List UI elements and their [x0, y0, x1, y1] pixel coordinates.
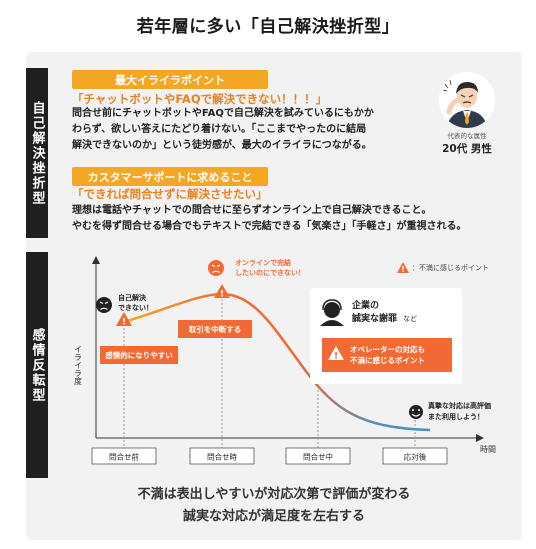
frustration-curve: [123, 292, 431, 432]
warning-icon: !: [116, 312, 132, 328]
pain-abandon-label: 取引を中断する: [189, 324, 242, 334]
happy-face-icon: [409, 405, 423, 419]
footer-line-1: 不満は表出しやすいが対応次第で評価が変わる: [137, 487, 411, 502]
pain-emotional-box: [100, 346, 178, 364]
support-needs-text: 理想は電話やチャットでの問合せに至らずオンライン上で自己解決できること。 やむを…: [72, 205, 467, 232]
x-axis-arrow: [476, 434, 484, 442]
support-needs-badge: カスタマーサポートに求めること: [72, 167, 268, 186]
frustration-text: 問合せ前にチャットボットやFAQで自己解決を試みているにもかか わらず、欲しい答…: [72, 108, 374, 151]
angry-face-icon: [208, 260, 224, 276]
online-annotation: オンラインで完結 したいのにできない！: [235, 258, 305, 277]
frustration-quote: 「チャットボットやFAQで解決できない！！！」: [72, 92, 328, 106]
warning-icon: [328, 346, 344, 360]
warning-icon: !: [397, 262, 409, 273]
operator-headset-icon: [320, 299, 344, 326]
op-warning-line-1: オペレーターの対応も: [350, 344, 425, 354]
pain-abandon-box: [178, 320, 252, 338]
svg-text:!: !: [334, 352, 338, 362]
category-label: 問合せ時: [207, 452, 237, 462]
section-label-emotion: 感情反転型: [26, 252, 48, 478]
category-box: [189, 447, 255, 465]
emotion-curve-chart: イライラ度 時間 ! ! 自己解決 できない！ オンラインで完結 したいのにでき…: [74, 256, 496, 465]
footer-line-2: 誠実な対応が満足度を左右する: [182, 509, 365, 524]
category-label: 応対後: [404, 452, 427, 462]
svg-text:!: !: [401, 265, 405, 273]
category-box: [382, 447, 448, 465]
pain-emotional-label: 感情的になりやすい: [105, 350, 173, 360]
persona: 代表的な属性 20代 男性: [432, 72, 502, 156]
y-axis-label: イライラ度: [74, 345, 83, 386]
before-annotation: 自己解決 できない！: [118, 293, 153, 312]
persona-caption: 代表的な属性: [447, 132, 487, 140]
category-label: 問合せ中: [303, 452, 333, 462]
warning-icon: !: [214, 284, 230, 300]
svg-text:!: !: [220, 290, 224, 300]
x-axis-label: 時間: [480, 445, 496, 454]
section-label-self-solve: 自己解決挫折型: [26, 68, 48, 238]
op-box-title: 企業の: [351, 299, 379, 311]
frustrated-man-avatar-icon: [439, 72, 495, 128]
support-needs-quote: 「できれば問合せずに解決させたい」: [72, 187, 268, 201]
before-annotation-line-2: できない！: [118, 303, 153, 312]
y-axis-arrow: [92, 256, 100, 264]
after-annotation-line-2: また利用しよう！: [428, 412, 484, 421]
svg-text:!: !: [122, 318, 126, 328]
svg-text:企業の 誠実な謝罪 など: 企業の 誠実な謝罪 など: [351, 299, 417, 324]
category-labels: 問合せ前 問合せ時 問合せ中 応対後: [91, 447, 448, 465]
category-box: [285, 447, 351, 465]
before-annotation-line-1: 自己解決: [118, 293, 147, 302]
category-box: [91, 447, 157, 465]
online-annotation-line-1: オンラインで完結: [235, 258, 291, 267]
page-title: 若年層に多い「自己解決挫折型」: [136, 17, 400, 37]
svg-text:オペレーターの対応も 不満に感じるポイント: オペレーターの対応も 不満に感じるポイント: [350, 344, 428, 365]
persona-age-gender: 20代 男性: [442, 143, 492, 155]
after-annotation: 真摯な対応は高評価 また利用しよう！: [428, 401, 493, 421]
chart-legend: ! ：不満に感じるポイント: [397, 262, 489, 273]
op-warning-box: [322, 338, 452, 372]
operator-box: 企業の 誠実な謝罪 など ! オペレーターの対応も 不満に感じるポイント: [310, 288, 462, 384]
op-box-sub: 誠実な謝罪: [352, 312, 397, 324]
angry-face-icon: [96, 297, 112, 313]
category-label: 問合せ前: [109, 452, 139, 462]
after-annotation-line-1: 真摯な対応は高評価: [428, 401, 491, 410]
op-box-sub-suffix: など: [403, 315, 417, 323]
legend-label: ：不満に感じるポイント: [412, 263, 489, 272]
footer-summary: 不満は表出しやすいが対応次第で評価が変わる 誠実な対応が満足度を左右する: [26, 484, 522, 528]
op-warning-line-2: 不満に感じるポイント: [350, 355, 425, 365]
max-frustration-badge: 最大イライラポイント: [72, 70, 268, 89]
online-annotation-line-2: したいのにできない！: [235, 268, 305, 277]
